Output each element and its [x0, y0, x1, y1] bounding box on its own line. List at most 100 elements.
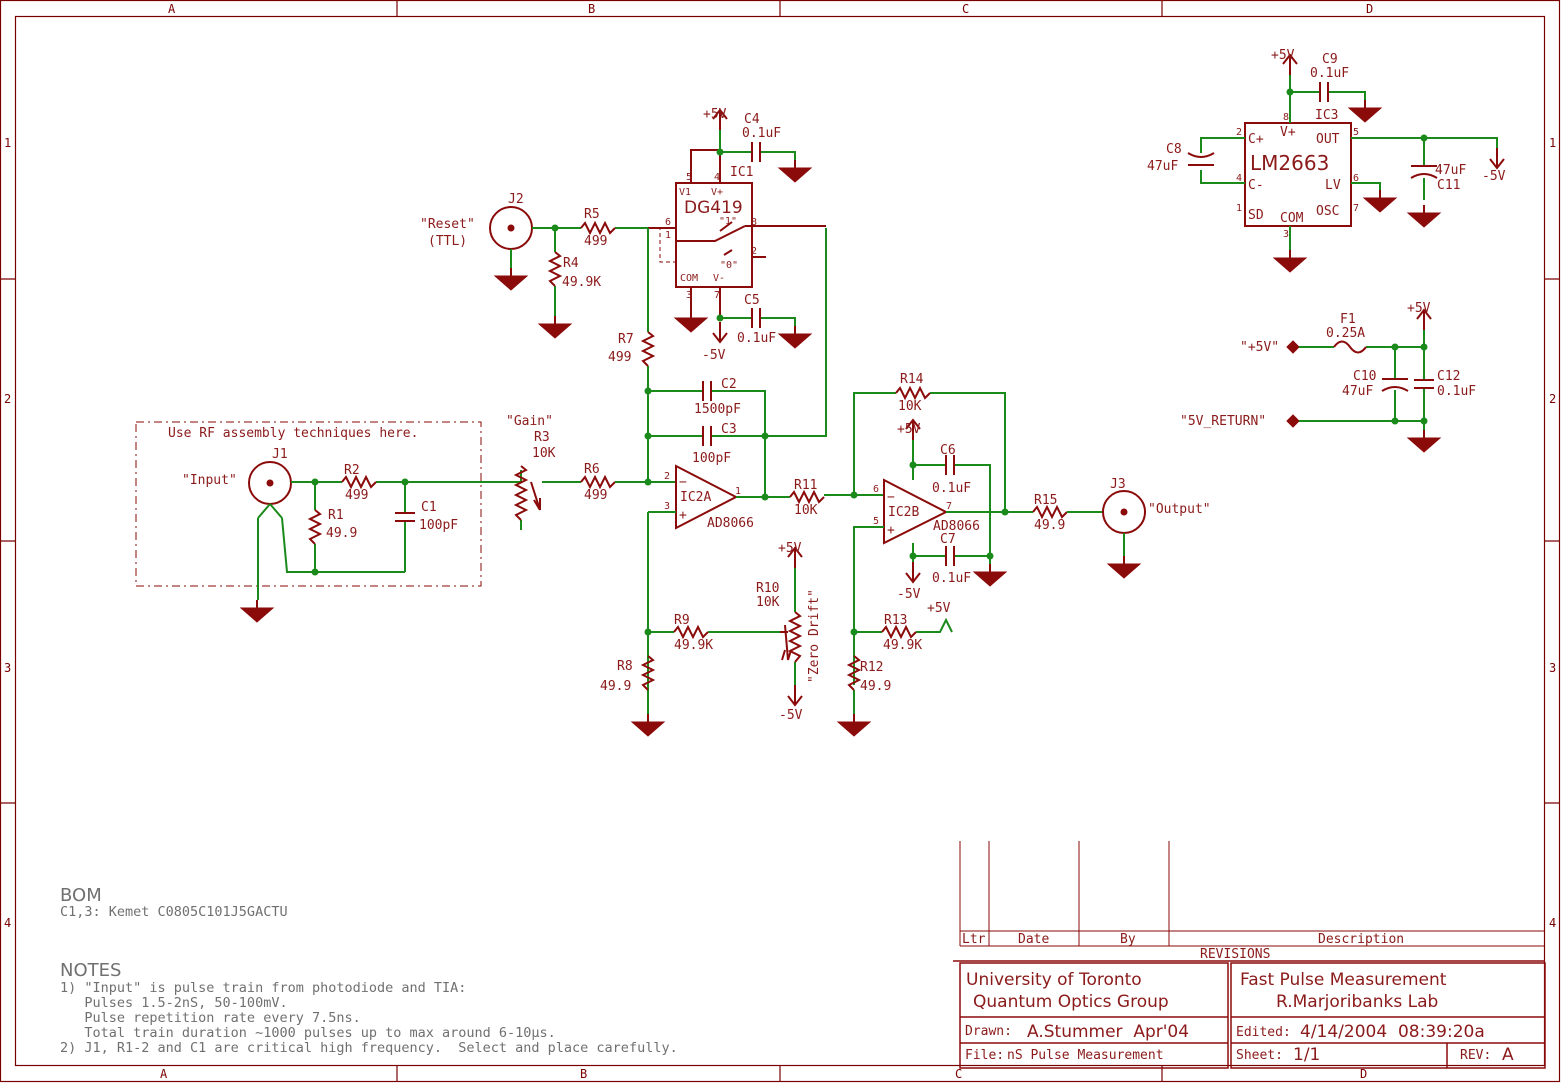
resistor-r9: R9 49.9K: [673, 613, 713, 653]
r10-vminus: -5V: [779, 708, 803, 723]
c3-ref: C3: [721, 422, 737, 437]
c11-ref: C11: [1437, 178, 1460, 193]
r5-ref: R5: [584, 207, 600, 222]
capacitor-c2: C2 1500pF: [694, 377, 741, 417]
org-line1: University of Toronto: [966, 970, 1142, 990]
ic3-pin-num: 5: [1353, 127, 1359, 138]
r8-ref: R8: [617, 659, 633, 674]
c4-value: 0.1uF: [742, 126, 781, 141]
ic1-pin-name: V+: [711, 187, 723, 198]
c3-value: 100pF: [692, 451, 731, 466]
r10-ref: R10: [756, 581, 779, 596]
r15-value: 49.9: [1034, 518, 1065, 533]
j2-label: "Reset": [420, 217, 475, 232]
ic1-pin-num: 2: [751, 246, 757, 257]
notes-section: NOTES 1) "Input" is pulse train from pho…: [60, 960, 678, 1056]
opamp-ic2a: IC2A AD8066 − + 2 3 1: [647, 464, 790, 690]
power-input: "+5V" "5V_RETURN" +5V F1 0.25A C10 47uF …: [1180, 301, 1476, 453]
c7-value: 0.1uF: [932, 571, 971, 586]
notes-heading: NOTES: [60, 960, 121, 981]
r9-ref: R9: [674, 613, 690, 628]
grid-col-label: C: [962, 2, 969, 16]
j3-ref: J3: [1110, 477, 1126, 492]
r13-vplus: +5V: [927, 601, 951, 616]
r3-label: "Gain": [506, 414, 553, 429]
resistor-r13: R13 49.9K: [881, 613, 922, 653]
c2-ref: C2: [721, 377, 737, 392]
r6-ref: R6: [584, 462, 600, 477]
r6-value: 499: [584, 488, 607, 503]
ic1-pin-name: "0": [720, 260, 738, 271]
sheet-value: 1/1: [1293, 1045, 1320, 1065]
r10-vplus: +5V: [778, 541, 802, 556]
resistor-r15: R15 49.9: [1032, 493, 1103, 533]
r11-ref: R11: [794, 478, 817, 493]
charge-pump-ic3: LM2663 C+ V+ OUT C- LV SD COM OSC 8 2 5 …: [1236, 108, 1359, 240]
c1-value: 100pF: [419, 518, 458, 533]
grid-row-label: 3: [4, 661, 11, 675]
c6-value: 0.1uF: [932, 481, 971, 496]
ic1-pin-num: 5: [686, 172, 692, 183]
rev-header: Description: [1318, 932, 1404, 947]
c12-value: 0.1uF: [1437, 384, 1476, 399]
c6-ref: C6: [940, 443, 956, 458]
notes-line: Pulse repetition rate every 7.5ns.: [60, 1010, 361, 1026]
ic1-pin-num: 6: [665, 217, 671, 228]
ic3-pin-num: 6: [1353, 173, 1359, 184]
j1-ref: J1: [272, 447, 288, 462]
rf-box-note: Use RF assembly techniques here.: [168, 426, 418, 441]
c1-ref: C1: [421, 500, 437, 515]
ic3-pin-num: 3: [1283, 229, 1289, 240]
ic2b-ref: IC2B: [888, 505, 919, 520]
potentiometer-r3: "Gain" R3 10K: [506, 414, 581, 530]
ic1-pin-name: V1: [679, 187, 691, 198]
c9-value: 0.1uF: [1310, 66, 1349, 81]
ic3-pin-num: 1: [1236, 203, 1242, 214]
resistor-r4: R4 49.9K: [549, 251, 601, 290]
output-connector-j3: J3 "Output": [1102, 477, 1211, 579]
title-block: University of Toronto Quantum Optics Gro…: [953, 960, 1546, 1069]
ic2a-pin-num: 2: [664, 471, 670, 482]
rf-assembly-box: Use RF assembly techniques here.: [135, 421, 482, 587]
grid-row-label: 4: [4, 916, 11, 930]
ic2b-feedback: [824, 392, 1009, 516]
grid-row-label: 1: [4, 136, 11, 150]
ic1-vplus-label: +5V: [703, 107, 727, 122]
ic3-pin-name: C-: [1248, 178, 1264, 193]
input-wiring: [240, 478, 510, 623]
ic2b-pin-num: 5: [873, 516, 879, 527]
grid-row-label: 1: [1549, 136, 1556, 150]
r10-value: 10K: [756, 595, 780, 610]
ic3-wiring: +5V C9 0.1uF C8 47uF -5V 47uF C11: [1147, 48, 1506, 273]
grid-row-label: 3: [1549, 661, 1556, 675]
ic2b-part: AD8066: [933, 519, 980, 534]
port-plus5v: "+5V": [1240, 340, 1279, 355]
edited-value: 4/14/2004 08:39:20a: [1300, 1022, 1485, 1042]
r9-value: 49.9K: [674, 638, 713, 653]
ic2b-vminus: -5V: [897, 587, 921, 602]
ic3-vout-label: -5V: [1482, 169, 1506, 184]
r12-value: 49.9: [860, 679, 891, 694]
f1-value: 0.25A: [1326, 326, 1365, 341]
port-5v-return: "5V_RETURN": [1180, 414, 1266, 429]
r7-value: 499: [608, 350, 631, 365]
grid-col-label: C: [955, 1067, 962, 1081]
ic1-ref: IC1: [730, 165, 753, 180]
rev-header: By: [1120, 932, 1136, 947]
ic3-pin-name: V+: [1280, 125, 1296, 140]
resistor-r12: R12 49.9: [848, 655, 891, 694]
c12-ref: C12: [1437, 369, 1460, 384]
ic3-pin-num: 4: [1236, 173, 1242, 184]
ic2a-part: AD8066: [707, 516, 754, 531]
grid-col-label: B: [580, 1067, 587, 1081]
grid-col-label: A: [160, 1067, 168, 1081]
notes-line: 1) "Input" is pulse train from photodiod…: [60, 980, 466, 996]
ic2a-feedback: [615, 228, 827, 497]
input-connector-j1: J1 "Input": [182, 447, 292, 519]
ic3-pin-num: 2: [1236, 127, 1242, 138]
resistor-r6: R6 499: [580, 462, 616, 503]
zero-drift-network: +5V -5V R10 10K "Zero Drift": [631, 541, 822, 737]
ic2b-pin-num: 7: [946, 501, 952, 512]
bom-line: C1,3: Kemet C0805C101J5GACTU: [60, 904, 288, 920]
resistor-r14: R14 10K: [895, 372, 931, 414]
